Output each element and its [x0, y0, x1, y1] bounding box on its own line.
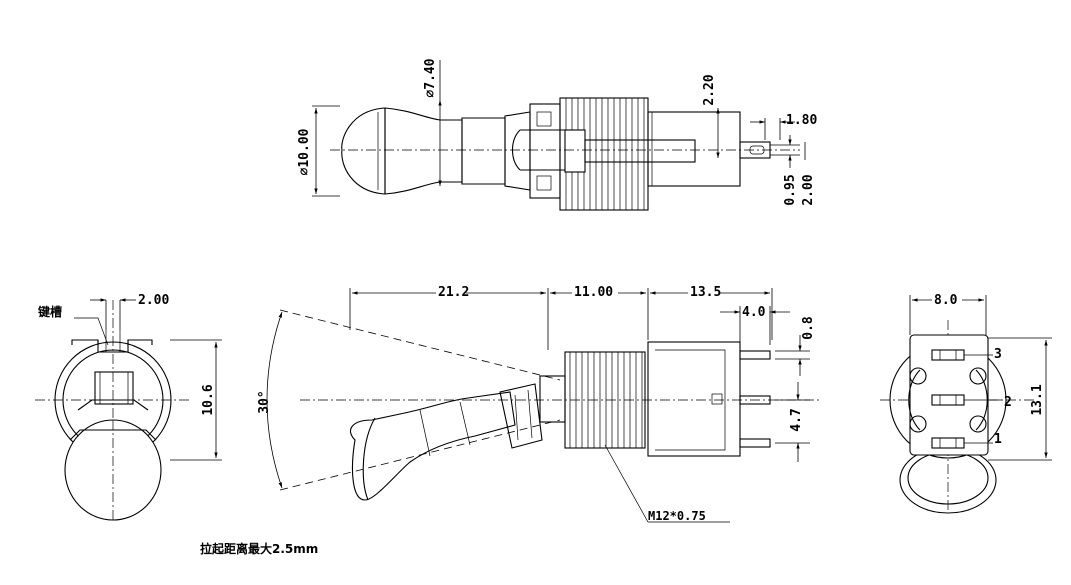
dim-10-6: 10.6 — [201, 384, 216, 415]
dim-11-00: 11.00 — [574, 285, 613, 300]
slot-label: 键槽 — [37, 304, 62, 319]
left-view: 2.00 键槽 10.6 拉起距离最大2.5mm — [35, 293, 318, 556]
dim-13-1: 13.1 — [1030, 384, 1045, 415]
dim-dia-7-4: ⌀7.40 — [423, 58, 438, 97]
dim-0-95: 0.95 — [783, 174, 798, 205]
right-view: 8.0 13.1 3 2 1 — [880, 290, 1052, 514]
dim-0-8: 0.8 — [801, 316, 816, 340]
top-view: ⌀10.00 ⌀7.40 2.20 1.80 0.95 2.00 — [297, 58, 817, 211]
dim-8-0: 8.0 — [934, 293, 958, 308]
pin-1-label: 1 — [994, 432, 1002, 447]
dim-21-2: 21.2 — [438, 285, 469, 300]
pull-note: 拉起距离最大2.5mm — [200, 541, 318, 556]
dim-dia-10: ⌀10.00 — [297, 128, 312, 175]
dim-slot-2-00: 2.00 — [138, 293, 169, 308]
pin-3-label: 3 — [994, 347, 1002, 362]
dim-1-80: 1.80 — [786, 113, 817, 128]
dim-4-0: 4.0 — [742, 305, 766, 320]
dim-2-20: 2.20 — [702, 74, 717, 105]
pin-2-label: 2 — [1004, 395, 1012, 410]
side-view: 30° 21.2 11.00 13.5 4.0 — [257, 282, 820, 523]
dim-4-7: 4.7 — [789, 408, 804, 431]
dim-2-00: 2.00 — [801, 174, 816, 205]
dim-angle: 30° — [257, 390, 272, 413]
thread-spec: M12*0.75 — [648, 509, 706, 523]
dim-13-5: 13.5 — [690, 285, 721, 300]
